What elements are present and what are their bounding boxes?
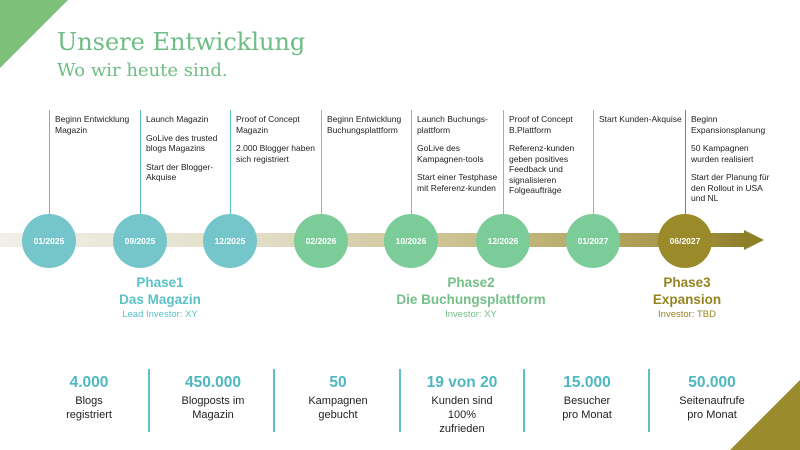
phase-investor: Lead Investor: XY xyxy=(122,309,198,320)
event-stem xyxy=(49,110,50,215)
stat-label: gebucht xyxy=(318,409,358,421)
stat-label: Besucher xyxy=(563,395,611,407)
stat-label: Kunden sind xyxy=(431,395,493,407)
phase-label: Phase1 xyxy=(136,275,184,290)
phase-1: Phase1 Das Magazin Lead Investor: XY xyxy=(80,274,240,321)
event-text: Beginn Entwicklung Magazin xyxy=(55,114,130,135)
stat-label: zufrieden xyxy=(439,423,485,435)
event-stem xyxy=(230,110,231,215)
event-text: Proof of Concept B.Plattform xyxy=(509,114,573,135)
phase-investor: Investor: XY xyxy=(445,309,497,320)
stat-pageviews: 50.000 Seitenaufrufe pro Monat xyxy=(662,374,762,422)
event-text: GoLive des trusted blogs Magazins xyxy=(146,132,218,154)
stat-label: Seitenaufrufe xyxy=(679,395,745,407)
timeline-arrow-head xyxy=(744,230,764,250)
stat-value: 4.000 xyxy=(69,374,109,391)
event-text: Start der Planung für den Rollout in USA… xyxy=(691,172,770,203)
milestone-dot: 06/2027 xyxy=(658,214,712,268)
stat-label: Blogs xyxy=(75,395,103,407)
milestone-dot: 10/2026 xyxy=(384,214,438,268)
event-text: Proof of Concept Magazin xyxy=(236,114,300,135)
stat-label: Blogposts im xyxy=(181,395,245,407)
event-stem xyxy=(503,110,504,215)
phase-3: Phase3 Expansion Investor: TBD xyxy=(627,274,747,321)
milestone-dot: 01/2025 xyxy=(22,214,76,268)
milestone-dot: 09/2025 xyxy=(113,214,167,268)
page-subtitle: Wo wir heute sind. xyxy=(57,60,228,81)
stat-separator xyxy=(273,369,275,432)
phase-label: Phase3 xyxy=(663,275,711,290)
phase-name: Das Magazin xyxy=(119,292,201,307)
corner-decoration-top-left xyxy=(0,0,68,68)
stat-blogposts: 450.000 Blogposts im Magazin xyxy=(163,374,263,422)
phase-investor: Investor: TBD xyxy=(658,309,716,320)
stat-separator xyxy=(648,369,650,432)
page-title: Unsere Entwicklung xyxy=(57,28,306,56)
milestone-dot: 12/2026 xyxy=(476,214,530,268)
stat-value: 15.000 xyxy=(563,374,611,391)
stat-value: 50 xyxy=(329,374,347,391)
stat-value: 19 von 20 xyxy=(426,374,498,391)
corner-decoration-bottom-right xyxy=(730,380,800,450)
stat-separator xyxy=(523,369,525,432)
event-text: Launch Magazin xyxy=(146,114,209,124)
stat-label: registriert xyxy=(66,409,112,421)
event-text: Start der Blogger-Akquise xyxy=(146,161,214,183)
milestone-dot: 01/2027 xyxy=(566,214,620,268)
stat-separator xyxy=(399,369,401,432)
stat-value: 50.000 xyxy=(688,374,736,391)
event-text: Beginn Expansionsplanung xyxy=(691,114,766,135)
stat-campaigns: 50 Kampagnen gebucht xyxy=(288,374,388,422)
event-text: 50 Kampagnen wurden realisiert xyxy=(691,143,754,164)
event-text: Start Kunden-Akquise xyxy=(599,114,682,124)
phase-2: Phase2 Die Buchungsplattform Investor: X… xyxy=(372,274,570,321)
phase-name: Expansion xyxy=(652,292,722,307)
event-text: Beginn Entwicklung Buchungsplattform xyxy=(327,114,402,135)
event-text: 2.000 Blogger haben sich registriert xyxy=(236,143,315,164)
event-text: Start einer Testphase mit Referenz-kunde… xyxy=(417,172,498,193)
timeline-arrow-bar xyxy=(0,233,745,247)
stat-label: Kampagnen xyxy=(308,395,368,407)
event-stem xyxy=(685,110,686,215)
milestone-dot: 02/2026 xyxy=(294,214,348,268)
event-text: Launch Buchungs-plattform xyxy=(417,114,488,135)
stat-satisfaction: 19 von 20 Kunden sind 100% zufrieden xyxy=(412,374,512,436)
stat-label: pro Monat xyxy=(687,409,737,421)
phase-label: Phase2 xyxy=(447,275,495,290)
event-stem xyxy=(321,110,322,215)
event-stem xyxy=(411,110,412,215)
stat-label: pro Monat xyxy=(562,409,612,421)
event-stem xyxy=(593,110,594,215)
stat-label: Magazin xyxy=(192,409,234,421)
stat-visitors: 15.000 Besucher pro Monat xyxy=(537,374,637,422)
event-text: GoLive des Kampagnen-tools xyxy=(417,143,484,164)
stat-blogs: 4.000 Blogs registriert xyxy=(39,374,139,422)
event-text: Referenz-kunden geben positives Feedback… xyxy=(509,143,575,195)
milestone-dot: 12/2025 xyxy=(203,214,257,268)
stat-value: 450.000 xyxy=(184,374,242,391)
stat-label: 100% xyxy=(447,409,477,421)
phase-name: Die Buchungsplattform xyxy=(396,292,546,307)
stat-separator xyxy=(148,369,150,432)
event-stem xyxy=(140,110,141,215)
